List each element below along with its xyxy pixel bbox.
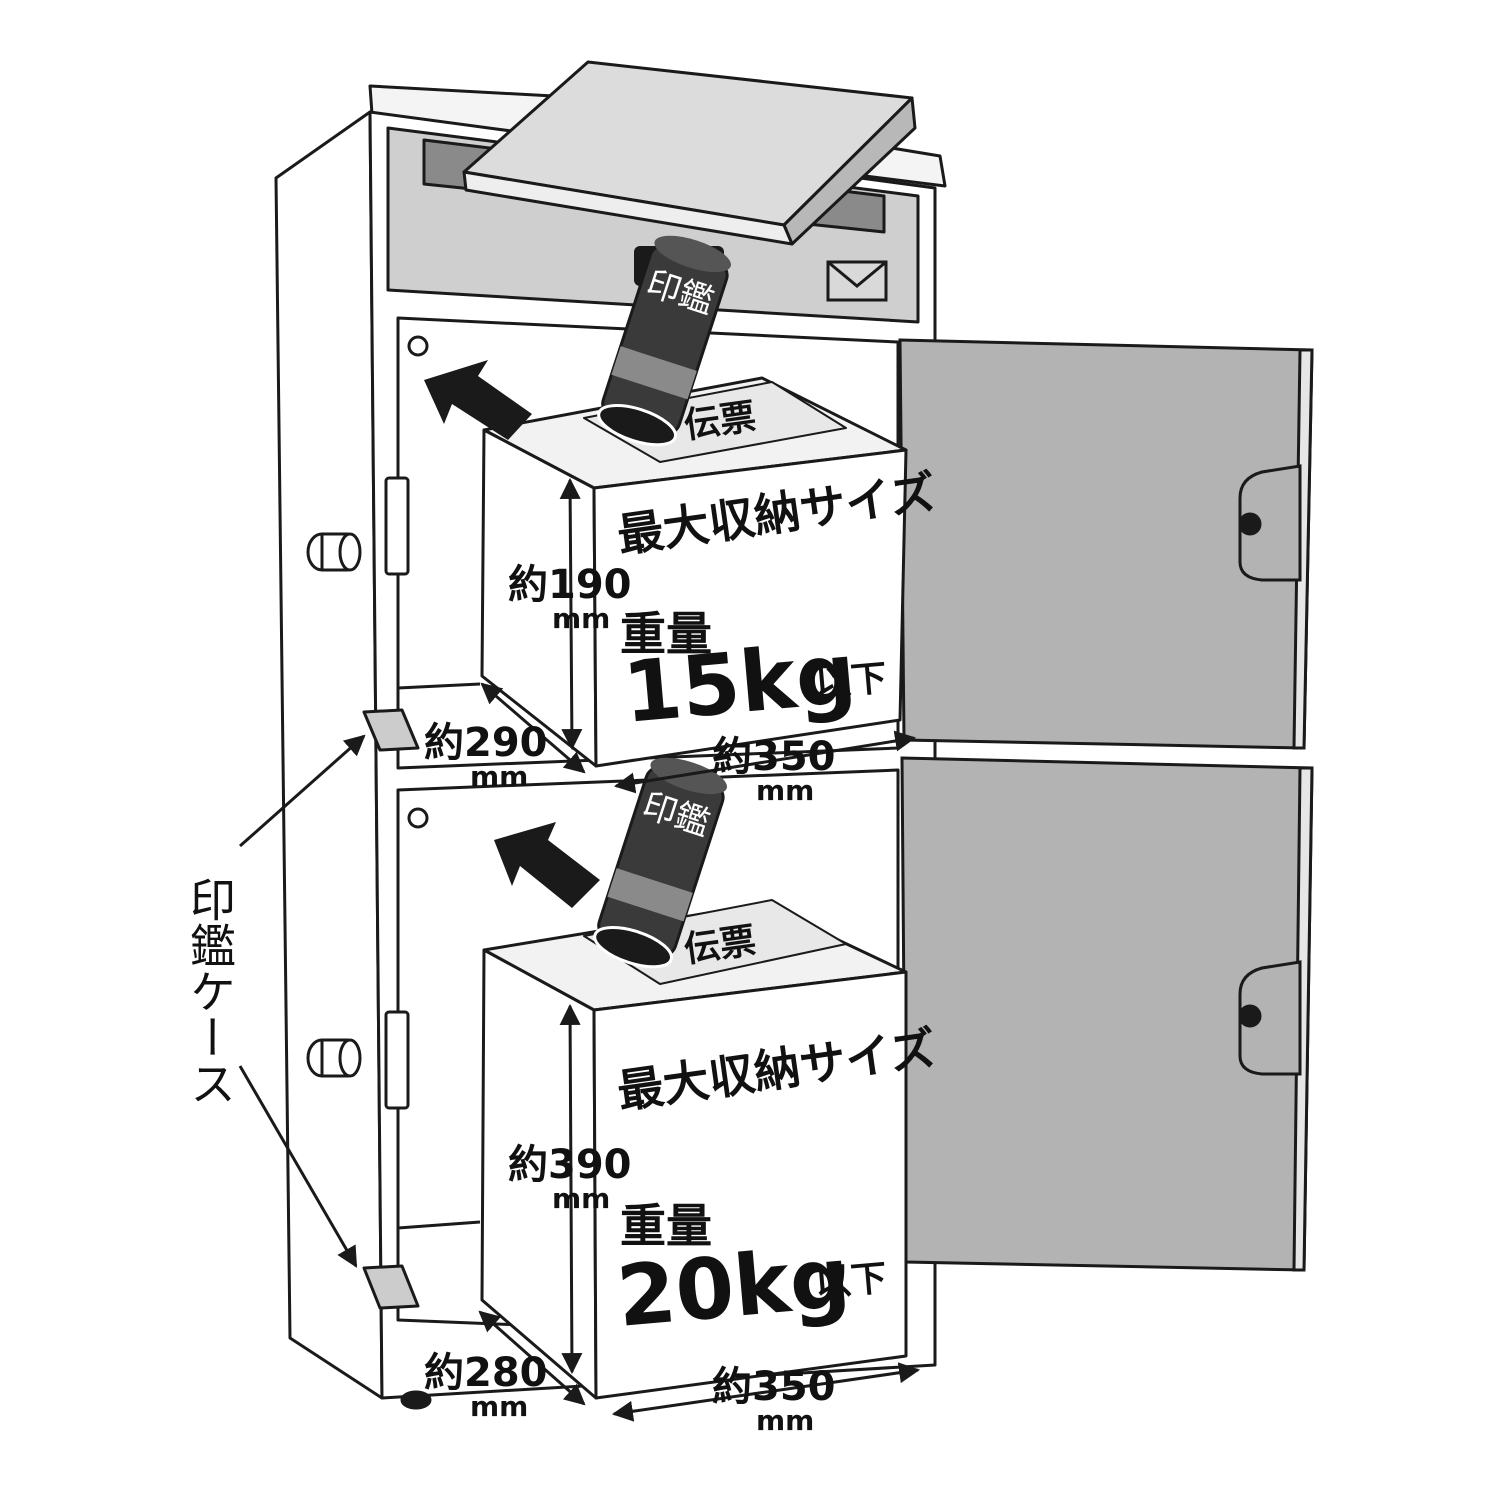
dimension-lines xyxy=(238,477,921,1422)
lower-door-handle[interactable] xyxy=(1238,960,1302,1076)
upper-weight-below: 以下 xyxy=(813,658,888,705)
upper-height-value: 約190 xyxy=(508,562,632,608)
lower-hinge xyxy=(384,1010,410,1110)
upper-width-value: 約350 xyxy=(712,734,836,780)
upper-width-line xyxy=(613,730,917,794)
upper-depth-unit: mm xyxy=(470,760,528,793)
upper-insert-arrow-icon xyxy=(424,360,532,440)
lower-door[interactable] xyxy=(900,756,1314,1272)
upper-depth-line xyxy=(480,682,586,774)
upper-door[interactable] xyxy=(898,338,1314,750)
lower-depth-value: 約280 xyxy=(424,1350,548,1396)
lower-seal-case xyxy=(362,1264,420,1310)
seal-case-label: 印鑑ケース xyxy=(183,876,237,1106)
upper-door-handle[interactable] xyxy=(1238,464,1302,582)
seal-case-leader-upper xyxy=(239,734,366,848)
lower-shelf-line xyxy=(397,1220,481,1230)
upper-shelf-line xyxy=(397,682,481,690)
lower-hook xyxy=(407,807,429,829)
upper-door-keyhole-icon xyxy=(1238,512,1262,536)
seal-case-leader-lower xyxy=(238,1065,358,1268)
cabinet-foot xyxy=(400,1390,432,1410)
upper-side-knob xyxy=(306,532,362,572)
upper-weight-word: 重量 xyxy=(620,607,712,661)
mail-lid-edge-front xyxy=(462,170,794,246)
upper-slip-label: 伝票 xyxy=(682,396,759,447)
lower-weight-below: 以下 xyxy=(813,1258,888,1305)
lower-door-keyhole-icon xyxy=(1238,1004,1262,1028)
mail-icon xyxy=(826,260,888,302)
lower-depth-line xyxy=(478,1310,586,1406)
lower-height-value: 約390 xyxy=(508,1142,632,1188)
lower-weight-value: 20kg xyxy=(613,1228,854,1346)
lower-box-front xyxy=(592,970,908,1400)
cabinet-left-side xyxy=(274,110,384,1400)
lower-insert-arrow-icon xyxy=(494,822,600,908)
upper-width-unit: mm xyxy=(756,774,814,807)
upper-hook xyxy=(407,335,429,357)
upper-seal-case xyxy=(362,708,420,752)
lower-weight-word: 重量 xyxy=(620,1199,712,1253)
upper-weight-value: 15kg xyxy=(619,624,860,742)
lower-slip-label: 伝票 xyxy=(682,920,759,971)
upper-box-front xyxy=(592,448,908,768)
lower-height-unit: mm xyxy=(552,1182,610,1215)
upper-height-unit: mm xyxy=(552,602,610,635)
lower-width-value: 約350 xyxy=(712,1364,836,1410)
lower-side-knob xyxy=(306,1038,362,1078)
lower-width-unit: mm xyxy=(756,1404,814,1437)
lower-depth-unit: mm xyxy=(470,1390,528,1423)
upper-depth-value: 約290 xyxy=(424,720,548,766)
lower-width-line xyxy=(611,1362,921,1422)
upper-hinge xyxy=(384,476,410,576)
upper-seal-icon: 印鑑 xyxy=(597,235,732,447)
